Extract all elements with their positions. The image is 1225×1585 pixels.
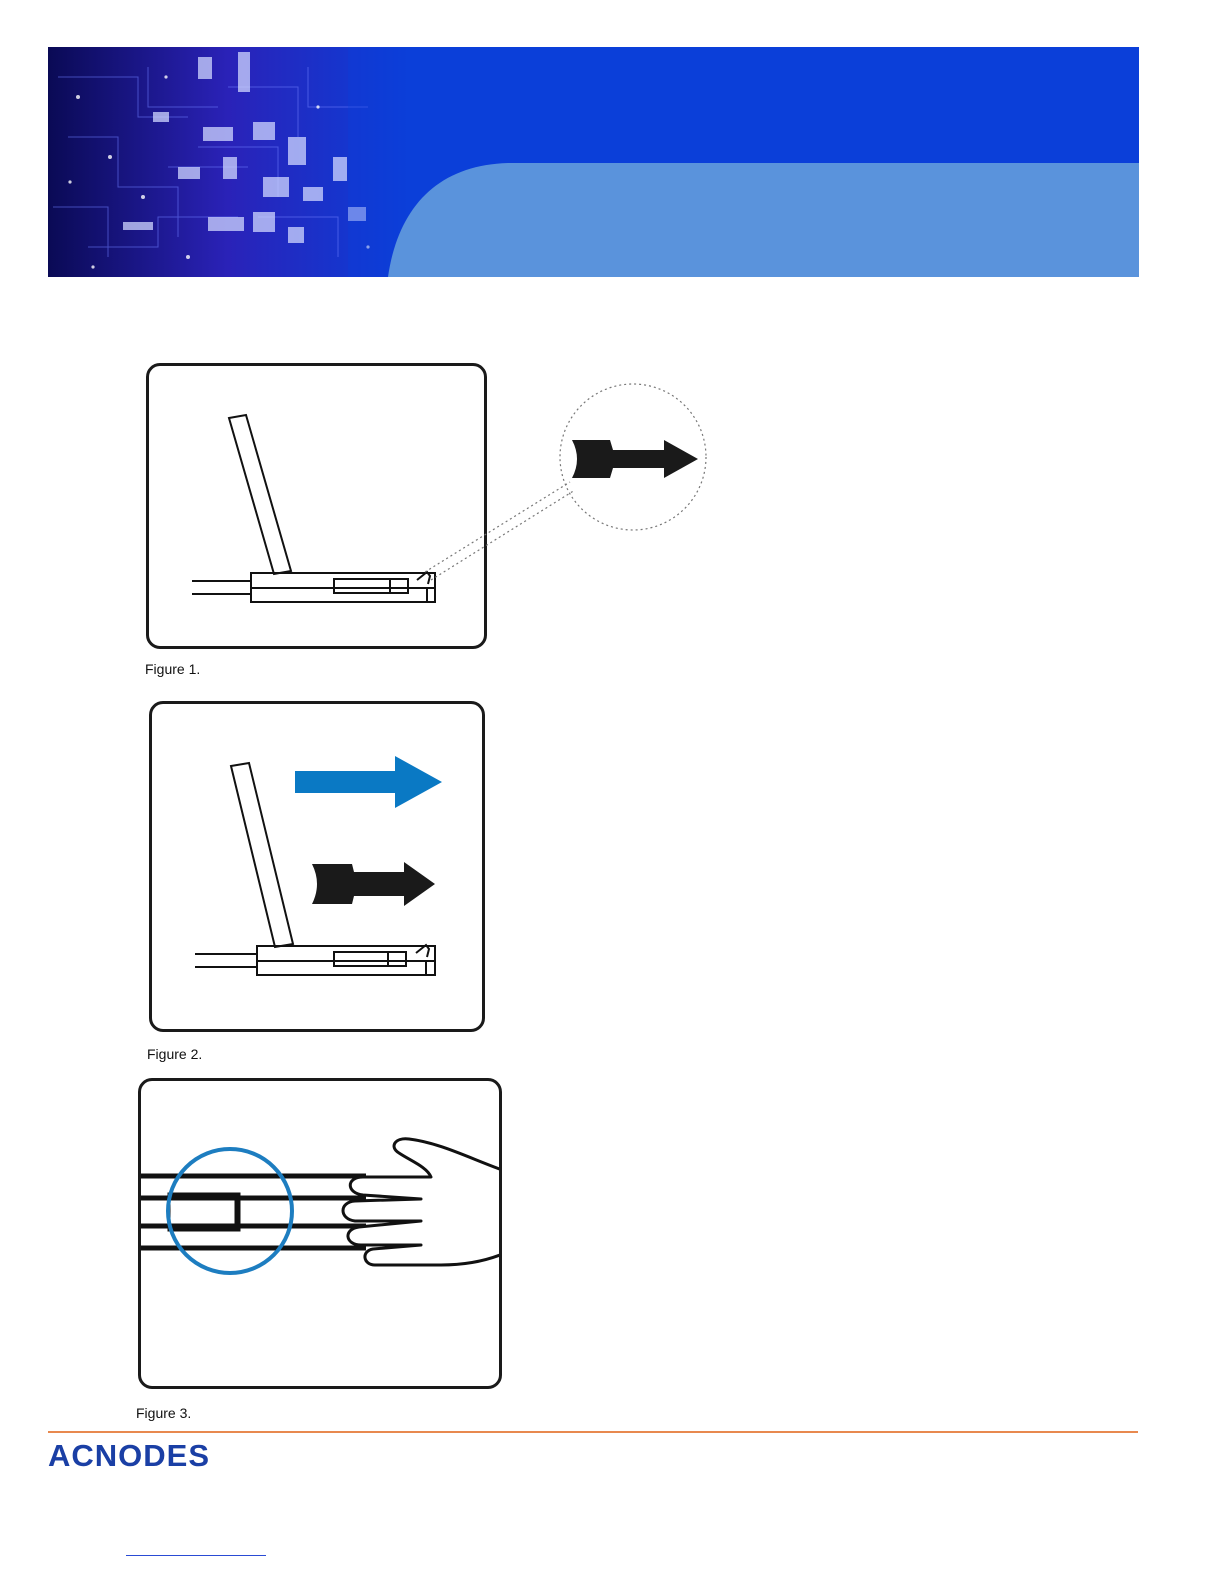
circuit-board-banner-image [48,47,1139,277]
brand-wordmark: ACNODES [48,1438,210,1472]
rail-pull-out-diagram [152,704,485,1032]
hand-push-rail-diagram [141,1081,502,1389]
rail-cross-section-diagram [149,366,487,649]
header-banner [48,47,1139,277]
figure-1-panel [146,363,487,649]
hand-icon [343,1139,502,1265]
figure-1-caption: Figure 1. [145,661,200,677]
figure-2-panel [149,701,485,1032]
footer-link-underline[interactable] [126,1555,266,1556]
release-tab-arrow-icon [572,440,698,478]
figure-3-panel [138,1078,502,1389]
acnodes-logo: ACNODES [48,1438,248,1472]
brand-logo: ACNODES [48,1438,248,1472]
pull-direction-arrow-icon [295,756,442,808]
release-tab-arrow-icon [312,862,435,906]
figure-3-caption: Figure 3. [136,1405,191,1421]
footer-divider [48,1431,1138,1433]
highlight-circle [168,1149,292,1273]
figure-2-caption: Figure 2. [147,1046,202,1062]
